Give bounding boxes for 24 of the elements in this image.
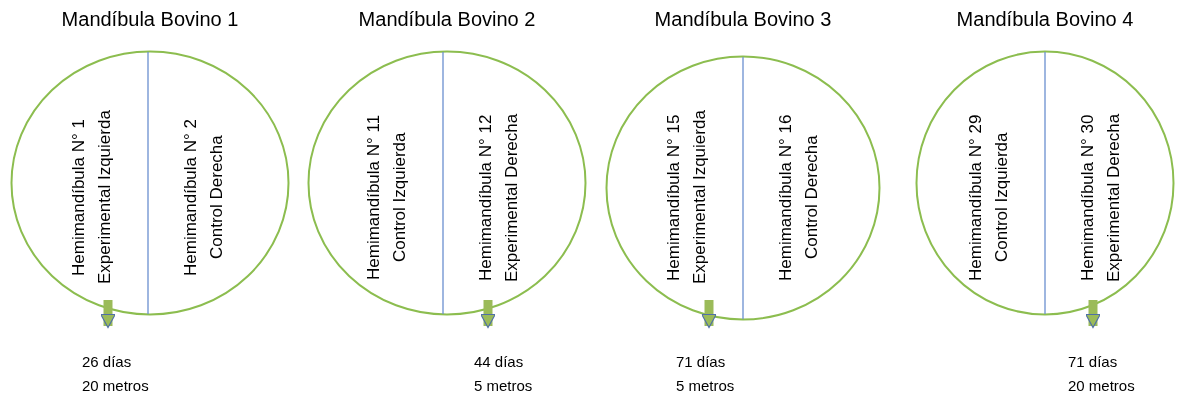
down-arrow bbox=[100, 300, 116, 328]
result-text: 71 días bbox=[676, 352, 727, 372]
result-text: 20 metros bbox=[1068, 376, 1135, 396]
mandible-title: Mandíbula Bovino 3 bbox=[653, 8, 833, 31]
down-arrow bbox=[1085, 300, 1101, 328]
result-text: 44 días bbox=[474, 352, 525, 372]
hemimandible-label: Hemimandíbula N° 1 Experimental Izquierda bbox=[38, 95, 146, 300]
hemimandible-label: Hemimandíbula N° 11 Control Izquierda bbox=[333, 95, 441, 300]
result-text: 26 días bbox=[82, 352, 133, 372]
hemimandible-label: Hemimandíbula N° 2 Control Derecha bbox=[150, 95, 258, 300]
mandible-title: Mandíbula Bovino 1 bbox=[60, 8, 240, 31]
hemimandible-label: Hemimandíbula N° 16 Control Derecha bbox=[745, 95, 853, 300]
hemimandible-label: Hemimandíbula N° 30 Experimental Derecha bbox=[1047, 95, 1155, 300]
mandible-title: Mandíbula Bovino 4 bbox=[955, 8, 1135, 31]
result-text: 5 metros bbox=[474, 376, 533, 396]
result-text: 71 días bbox=[1068, 352, 1119, 372]
down-arrow bbox=[701, 300, 717, 328]
result-text: 5 metros bbox=[676, 376, 735, 396]
hemimandible-label: Hemimandíbula N° 12 Experimental Derecha bbox=[445, 95, 553, 300]
result-text: 20 metros bbox=[82, 376, 149, 396]
hemimandible-label: Hemimandíbula N° 29 Control Izquierda bbox=[935, 95, 1043, 300]
down-arrow bbox=[480, 300, 496, 328]
hemimandible-label: Hemimandíbula N° 15 Experimental Izquierda bbox=[633, 95, 741, 300]
mandible-title: Mandíbula Bovino 2 bbox=[357, 8, 537, 31]
